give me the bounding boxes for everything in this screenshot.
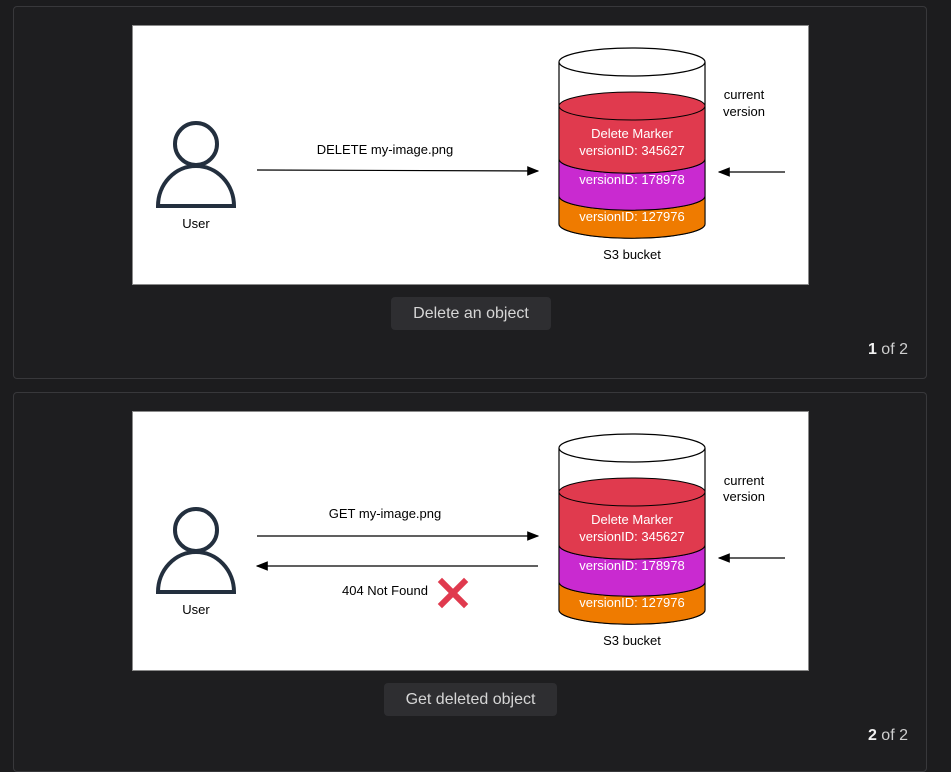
delete-marker-version: versionID: 345627 [579,143,685,158]
delete-marker-label: Delete Marker [591,126,673,141]
s3-bucket-icon [558,433,706,625]
get-deleted-object-diagram: User GET my-image.png 404 Not Found Dele… [155,433,785,648]
bucket-label: S3 bucket [603,633,661,648]
current-version-line1: current [724,473,765,488]
current-version-line2: version [723,489,765,504]
caption-button[interactable]: Get deleted object [384,683,557,716]
user-label: User [182,602,210,617]
user-icon [155,507,237,594]
error-x-icon [437,577,469,609]
version-middle-label: versionID: 178978 [579,172,685,187]
version-bottom-label: versionID: 127976 [579,209,685,224]
current-version-line2: version [723,104,765,119]
slide-panel-2: User GET my-image.png 404 Not Found Dele… [13,392,927,772]
current-version-line1: current [724,87,765,102]
page-current: 1 [867,341,877,358]
delete-marker-label: Delete Marker [591,512,673,527]
page-indicator: 1 of 2 [868,341,908,359]
diagram-figure: User DELETE my-image.png Delete Marker v… [132,25,809,285]
request-arrow [256,166,540,176]
user-label: User [182,216,210,231]
delete-marker-version: versionID: 345627 [579,529,685,544]
user-icon [155,121,237,208]
request-label: DELETE my-image.png [317,142,454,157]
bucket-label: S3 bucket [603,247,661,262]
page-indicator: 2 of 2 [868,727,908,745]
version-bottom-label: versionID: 127976 [579,595,685,610]
caption-button[interactable]: Delete an object [391,297,551,330]
version-middle-label: versionID: 178978 [579,558,685,573]
request-label: GET my-image.png [329,506,441,521]
s3-bucket-icon [558,47,706,239]
page-current: 2 [867,727,877,744]
page-total: of 2 [876,727,908,744]
diagram-figure: User GET my-image.png 404 Not Found Dele… [132,411,809,671]
page-total: of 2 [876,341,908,358]
response-label: 404 Not Found [342,583,428,598]
slide-panel-1: User DELETE my-image.png Delete Marker v… [13,6,927,379]
delete-object-diagram: User DELETE my-image.png Delete Marker v… [155,47,785,262]
